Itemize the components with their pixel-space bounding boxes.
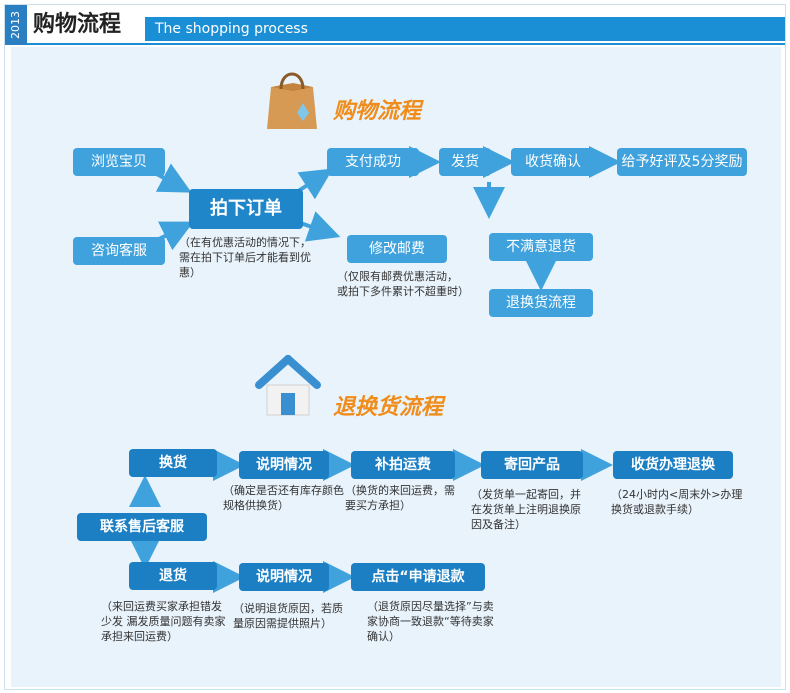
exchange-button[interactable]: 换货 [129,449,217,477]
page-subtitle: The shopping process [145,17,785,41]
explain-refund-note: （说明退货原因，若质量原因需提供照片） [233,602,343,630]
receive-process-note: （24小时内<周末外>办理换货或退款手续） [611,488,743,516]
shopping-section-title: 购物流程 [333,99,422,124]
ship-button[interactable]: 发货 [439,148,491,176]
return-exchange-flow-button[interactable]: 退换货流程 [489,289,593,317]
reshoot-postage-button[interactable]: 补拍运费 [351,451,455,479]
returns-section-title: 退换货流程 [333,395,444,420]
flow-arrows [129,146,621,593]
explain-exchange-button[interactable]: 说明情况 [239,451,329,479]
postage-note: （仅限有邮费优惠活动，或拍下多件累计不超重时） [337,270,469,298]
house-icon [255,355,321,416]
header: 2013 购物流程 The shopping process [5,5,785,45]
contact-aftersales-button[interactable]: 联系售后客服 [77,513,207,541]
receive-process-button[interactable]: 收货办理退换 [613,451,733,479]
page-title: 购物流程 [33,12,122,37]
shopping-bag-icon [267,72,317,129]
modify-postage-button[interactable]: 修改邮费 [347,235,447,263]
order-note: （在有优惠活动的情况下，需在拍下订单后才能看到优惠） [179,236,311,279]
reshoot-postage-note: （换货的来回运费，需要买方承担） [345,484,455,512]
browse-items-button[interactable]: 浏览宝贝 [73,148,165,176]
confirm-receipt-button[interactable]: 收货确认 [511,148,595,176]
pay-success-button[interactable]: 支付成功 [327,148,419,176]
content-panel: 购物流程 浏览宝贝 咨询客服 拍下订单 （在有优惠活动的情况下，需在拍下订单后才… [11,47,781,687]
consult-service-button[interactable]: 咨询客服 [73,237,165,265]
year-tab: 2013 [5,5,27,45]
refund-note: （来回运费买家承担错发 少发 漏发质量问题有卖家承担来回运费） [101,600,226,643]
explain-exchange-note: （确定是否还有库存颜色规格供换货） [223,484,344,512]
send-back-button[interactable]: 寄回产品 [481,451,583,479]
apply-refund-note: （退货原因尽量选择”与卖家协商一致退款“等待卖家确认） [367,600,494,643]
good-review-button[interactable]: 给予好评及5分奖励 [617,148,747,176]
frame: 2013 购物流程 The shopping process [4,4,786,690]
refund-button[interactable]: 退货 [129,562,217,590]
send-back-note: （发货单一起寄回，并在发货单上注明退换原因及备注） [471,488,581,531]
explain-refund-button[interactable]: 说明情况 [239,563,329,591]
apply-refund-button[interactable]: 点击“申请退款 [351,563,485,591]
unsatisfied-return-button[interactable]: 不满意退货 [489,233,593,261]
place-order-button[interactable]: 拍下订单 [189,189,303,229]
